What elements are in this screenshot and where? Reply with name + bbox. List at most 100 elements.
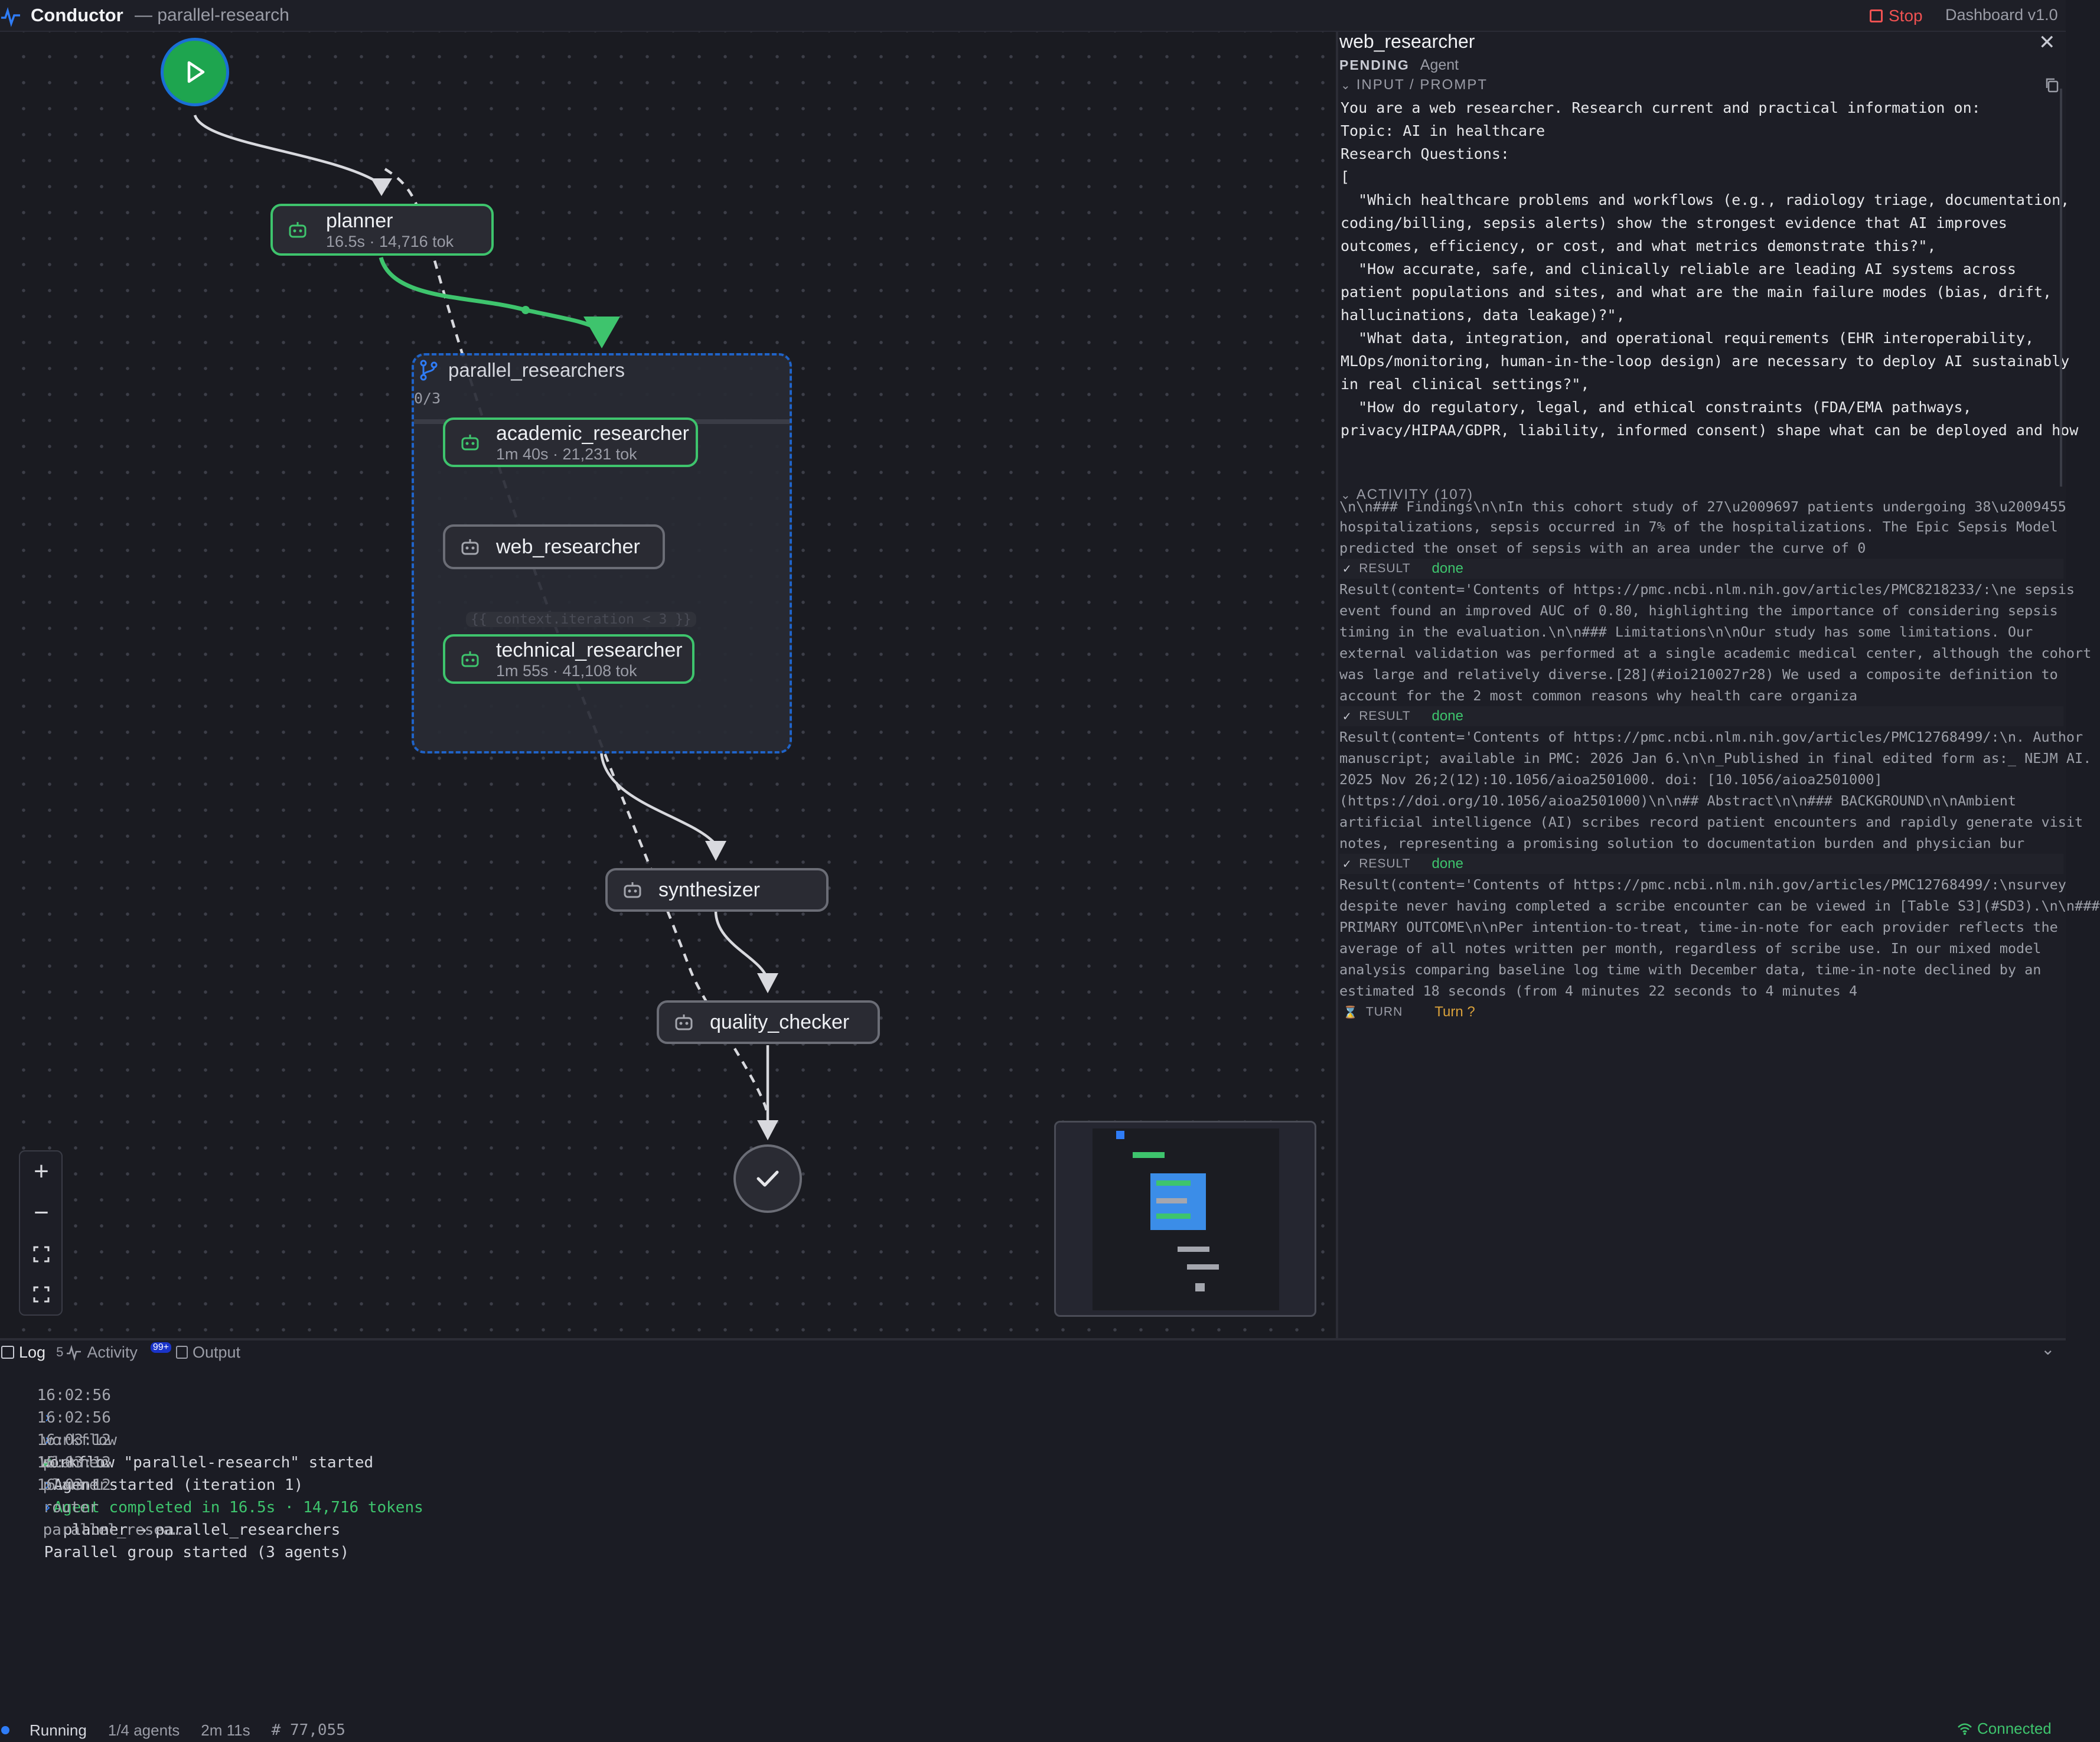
turn-entry[interactable]: ⌛ TURN Turn ?	[1339, 1002, 2063, 1023]
chevron-down-icon: ⌄	[2041, 1340, 2055, 1358]
bottom-panel	[0, 1338, 2066, 1742]
close-icon: ✕	[2039, 31, 2056, 54]
tab-output[interactable]: Output	[175, 1343, 240, 1362]
tab-log[interactable]: Log 5	[0, 1343, 63, 1362]
minus-icon: −	[34, 1198, 49, 1227]
check-icon	[756, 1170, 779, 1187]
running-indicator	[1, 1726, 9, 1734]
end-node[interactable]	[733, 1144, 802, 1213]
result-status: done	[1431, 856, 1463, 872]
pulse-icon	[67, 1345, 81, 1361]
status-bar: Running 1/4 agents 2m 11s # 77,055	[0, 1718, 2066, 1742]
check-icon: ✓	[1343, 561, 1351, 576]
node-quality-checker[interactable]: quality_checker	[657, 1000, 880, 1044]
edge-synth-quality	[714, 909, 769, 981]
chevron-down-icon: ⌄	[1341, 488, 1351, 502]
tab-activity[interactable]: Activity 99+	[66, 1342, 171, 1362]
arrow-end	[757, 1120, 778, 1140]
agents-count: 1/4 agents	[107, 1721, 180, 1739]
node-planner[interactable]: planner 16.5s · 14,716 tok	[270, 204, 494, 256]
node-web-name: web_researcher	[496, 536, 640, 558]
bottom-tabs: Log 5 Activity 99+ Output	[0, 1342, 240, 1363]
result-label: RESULT	[1359, 709, 1411, 723]
robot-icon	[675, 1014, 693, 1030]
arrow-planner	[371, 178, 392, 196]
node-planner-meta: 16.5s · 14,716 tok	[326, 233, 454, 250]
node-type: Agent	[1420, 57, 1459, 73]
result-entry[interactable]: ✓ RESULT done	[1339, 854, 2063, 874]
collapse-bottom-button[interactable]: ⌄	[2041, 1339, 2055, 1359]
group-name: parallel_researchers	[448, 359, 625, 381]
fork-icon	[420, 360, 438, 381]
minimap[interactable]	[1054, 1121, 1316, 1317]
panel-divider[interactable]	[1336, 32, 1338, 1338]
robot-icon	[289, 222, 306, 238]
result-status: done	[1431, 708, 1463, 724]
node-technical-meta: 1m 55s · 41,108 tok	[496, 662, 637, 680]
turn-label: TURN	[1365, 1005, 1403, 1019]
robot-icon	[461, 435, 479, 451]
wifi-icon	[1958, 1723, 1972, 1735]
log-list: 16:02:56 › workflow Workflow "parallel-r…	[0, 1362, 709, 1561]
node-technical-researcher[interactable]: technical_researcher 1m 55s · 41,108 tok	[443, 634, 694, 684]
node-quality-name: quality_checker	[710, 1011, 850, 1033]
workflow-canvas[interactable]	[0, 32, 1336, 1338]
log-entry[interactable]: 16:03:12 › router planner → parallel_res…	[37, 1454, 341, 1539]
arrow-quality	[757, 973, 778, 993]
node-academic-meta: 1m 40s · 21,231 tok	[496, 445, 637, 463]
panel-title: web_researcher	[1339, 31, 1475, 52]
log-entry[interactable]: 16:02:56 › planner Agent started (iterat…	[37, 1409, 304, 1494]
input-section-header[interactable]: ⌄ INPUT / PROMPT	[1341, 77, 1488, 93]
output-icon	[175, 1346, 188, 1359]
prompt-text: You are a web researcher. Research curre…	[1341, 99, 2079, 439]
zoom-out-button[interactable]: −	[20, 1193, 63, 1233]
edge-planner-group	[379, 256, 602, 332]
loop-edge-label: {{ context.iteration < 3 }}	[466, 612, 696, 627]
elapsed-time: 2m 11s	[201, 1721, 250, 1739]
plus-icon: +	[34, 1157, 49, 1186]
log-entry[interactable]: 16:03:12 ✓ planner Agent completed in 16…	[37, 1431, 423, 1516]
group-progress: 0/3	[414, 390, 441, 407]
robot-icon	[624, 882, 641, 898]
pulse-icon	[1, 6, 20, 27]
chevron-down-icon: ⌄	[1341, 79, 1351, 92]
arrow-group	[583, 317, 620, 348]
check-icon: ✓	[1343, 709, 1351, 724]
node-academic-researcher[interactable]: academic_researcher 1m 40s · 21,231 tok	[443, 417, 698, 467]
log-entry[interactable]: 16:03:12 › parallel_resea… Parallel grou…	[37, 1476, 350, 1561]
copy-icon[interactable]	[2044, 77, 2060, 93]
result-entry[interactable]: ✓ RESULT done	[1339, 706, 2063, 726]
zoom-in-button[interactable]: +	[20, 1151, 63, 1192]
activity-badge: 99+	[150, 1342, 171, 1353]
activity-log: \n\n### Findings\n\nIn this cohort study…	[1339, 500, 2100, 1322]
stop-label: Stop	[1889, 6, 1923, 25]
node-web-researcher[interactable]: web_researcher	[443, 524, 665, 569]
connection-status: Connected	[1957, 1720, 2052, 1738]
start-node[interactable]	[161, 38, 229, 106]
stop-icon	[1870, 9, 1883, 22]
node-synth-name: synthesizer	[658, 879, 760, 901]
fullscreen-button[interactable]	[20, 1274, 63, 1314]
node-technical-name: technical_researcher	[496, 639, 683, 661]
app-title: Conductor	[31, 5, 123, 25]
log-entry[interactable]: 16:02:56 › workflow Workflow "parallel-r…	[37, 1387, 374, 1472]
node-synthesizer[interactable]: synthesizer	[605, 868, 829, 912]
result-label: RESULT	[1359, 562, 1411, 575]
result-label: RESULT	[1359, 857, 1411, 870]
close-panel-button[interactable]: ✕	[2039, 31, 2056, 54]
log-icon	[1, 1346, 14, 1359]
run-state: Running	[30, 1721, 87, 1739]
edge-group-synth	[599, 749, 717, 846]
stop-button[interactable]: Stop	[1870, 5, 1923, 27]
node-academic-name: academic_researcher	[496, 422, 689, 445]
fit-view-icon	[33, 1246, 50, 1263]
log-count: 5	[56, 1345, 64, 1359]
edge-start-planner	[193, 115, 380, 184]
check-icon: ✓	[1343, 856, 1351, 872]
result-status: done	[1431, 560, 1463, 576]
activity-section-header[interactable]: ⌄ ACTIVITY (107)	[1341, 487, 2066, 503]
result-entry[interactable]: ✓ RESULT done	[1339, 559, 2063, 579]
fullscreen-icon	[33, 1286, 50, 1303]
token-count: # 77,055	[271, 1721, 345, 1739]
fit-view-button[interactable]	[20, 1234, 63, 1274]
